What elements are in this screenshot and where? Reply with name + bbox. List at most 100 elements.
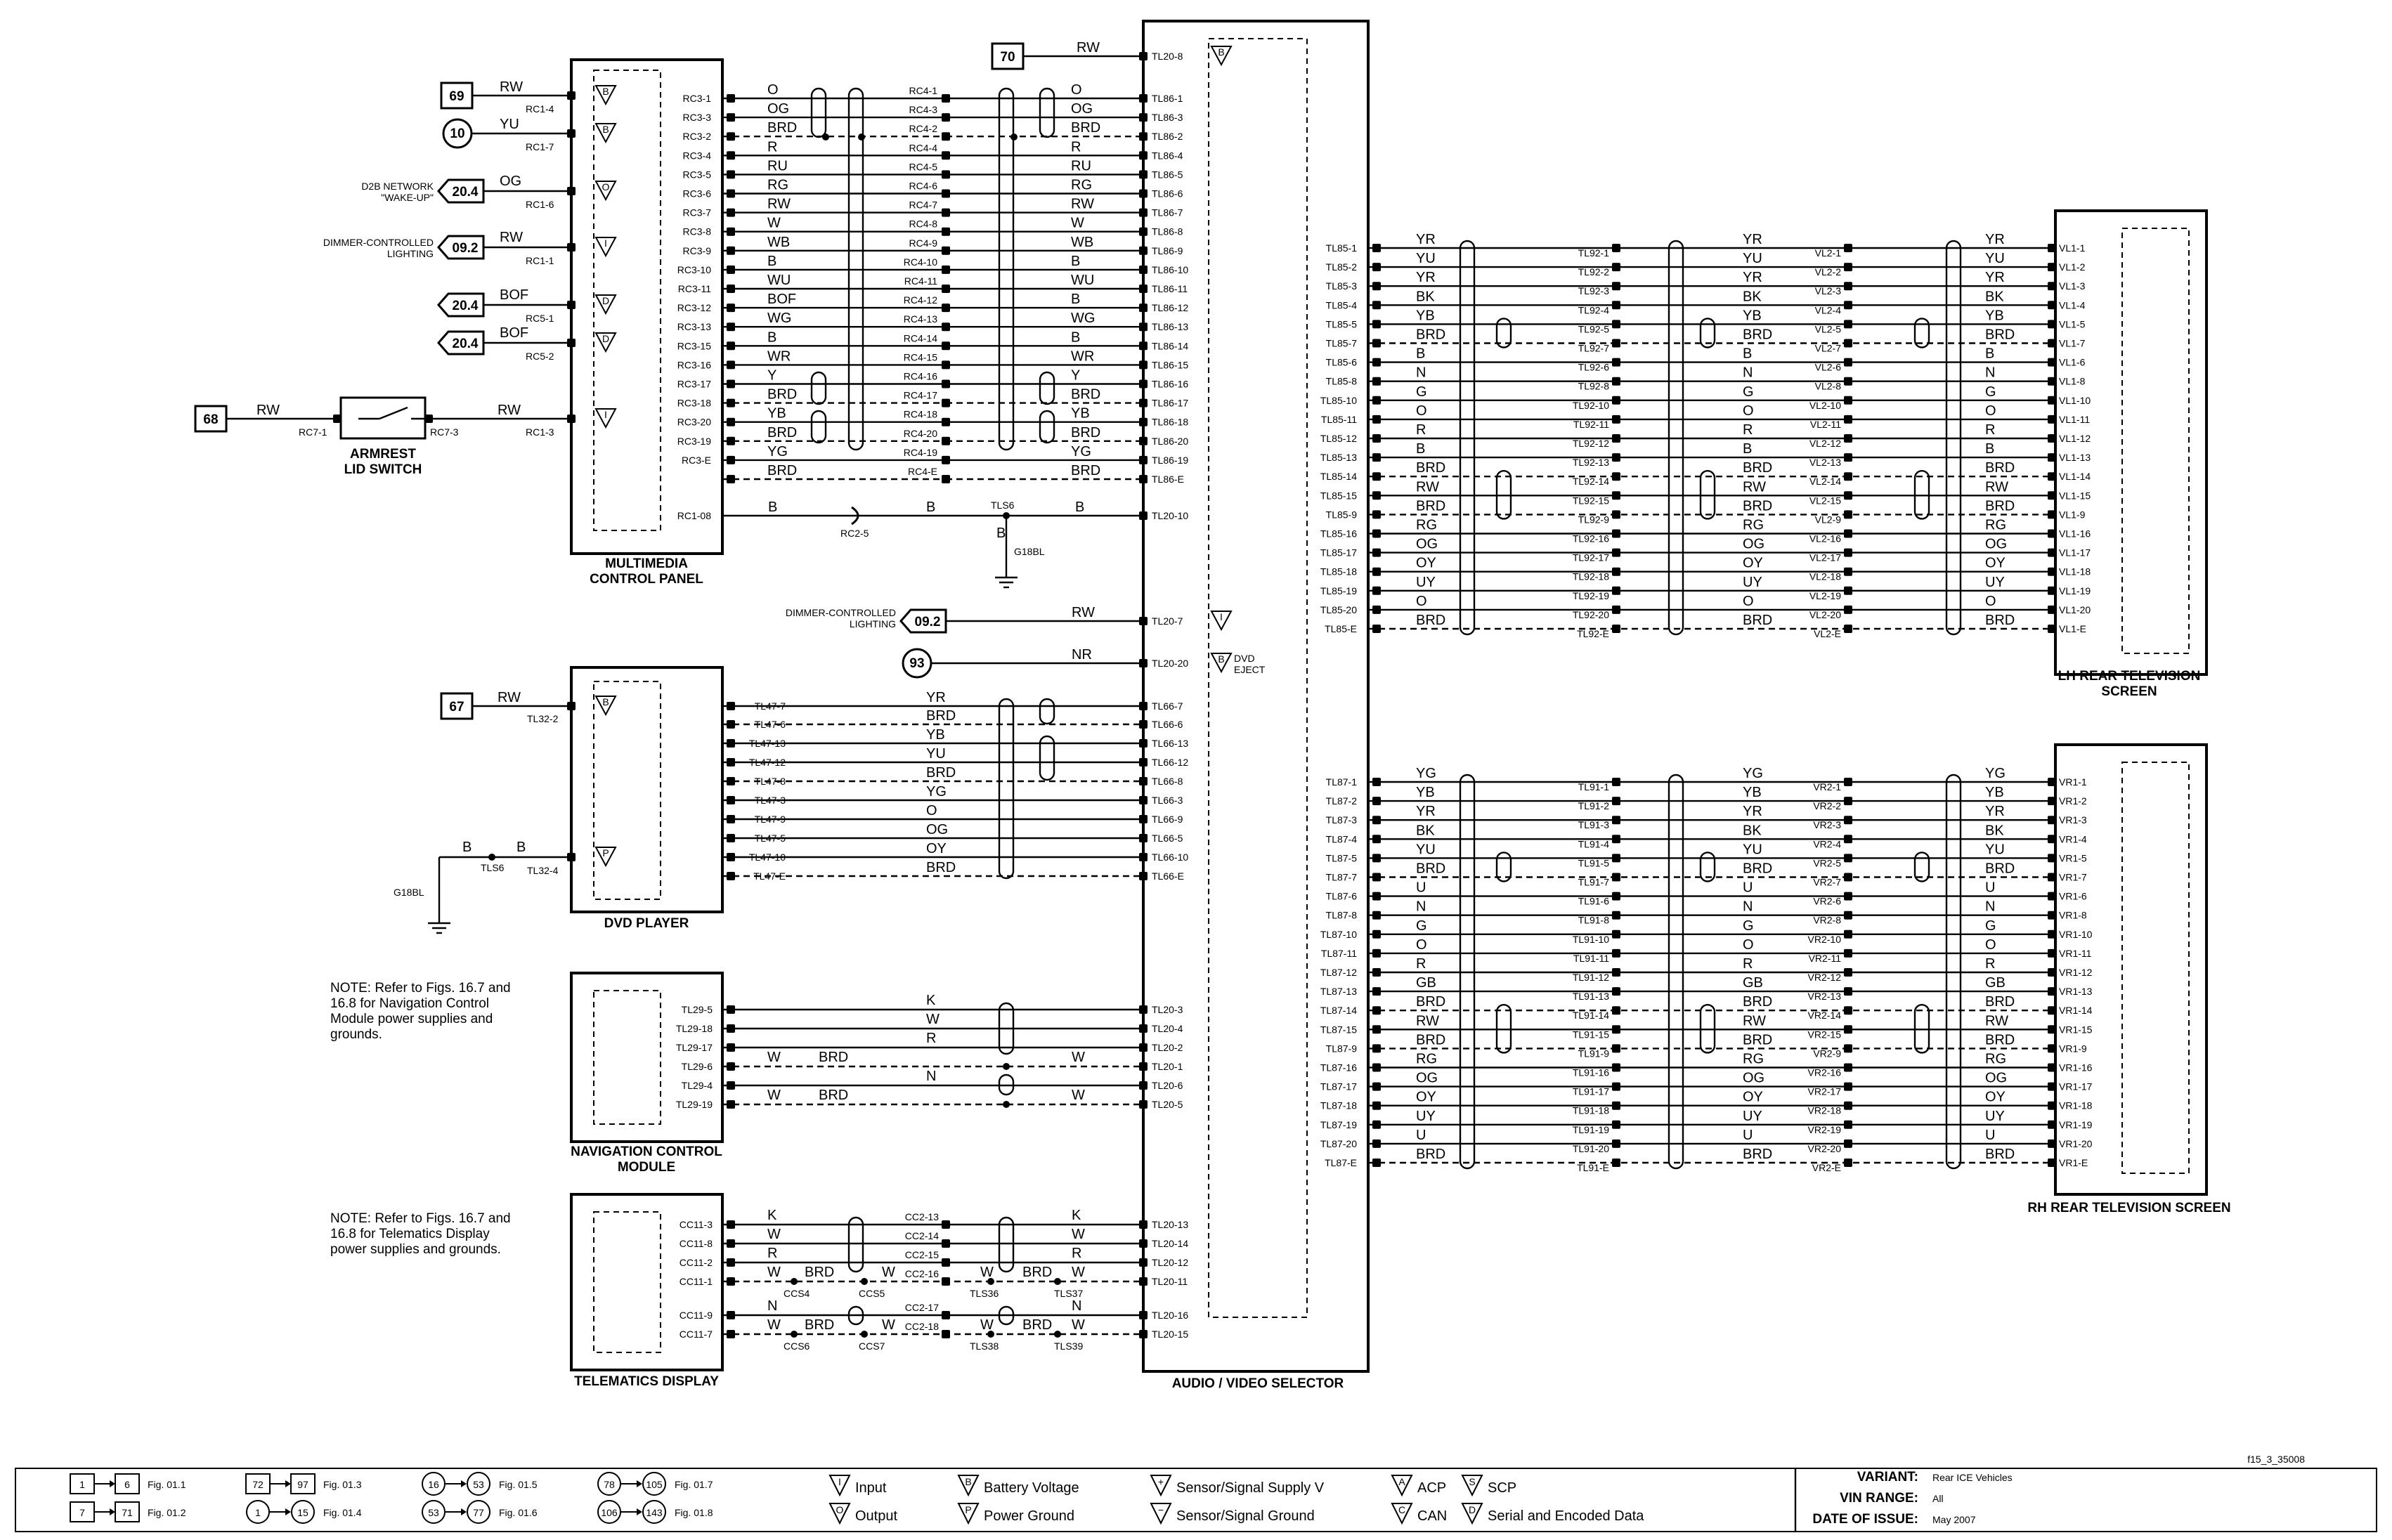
twisted-pair-shield xyxy=(1495,851,1512,882)
rc4-pin: RC4-13 xyxy=(904,313,937,325)
connector-terminal xyxy=(1372,358,1381,367)
cc2-pin: CC2-15 xyxy=(905,1249,939,1260)
tl86-pin: TL86-19 xyxy=(1152,455,1188,466)
av-output-pin: TL87-19 xyxy=(1320,1119,1357,1130)
wire-color: BRD xyxy=(1743,1032,1772,1048)
inline-pin: VL2-7 xyxy=(1815,343,1842,354)
connector-terminal xyxy=(1612,263,1620,272)
twisted-pair-shield xyxy=(1668,774,1684,1170)
wire-color: G xyxy=(1416,384,1427,400)
twisted-pair-shield xyxy=(998,1002,1015,1055)
tl86-pin: TL86-6 xyxy=(1152,188,1183,200)
wire-color: BRD xyxy=(1743,994,1772,1010)
twisted-pair-shield xyxy=(1459,774,1476,1170)
dimmer-label: DIMMER-CONTROLLED xyxy=(786,607,896,618)
wire-color: BRD xyxy=(1071,425,1100,441)
wire-color: RW xyxy=(500,79,523,95)
wire-color: YU xyxy=(1985,251,2005,266)
connector-terminal xyxy=(727,436,735,445)
wire-color: UY xyxy=(1743,1109,1762,1124)
connector-terminal xyxy=(1372,320,1381,329)
wire-color: OG xyxy=(767,101,789,117)
connector-terminal xyxy=(727,1330,735,1338)
wire-color: GB xyxy=(1416,975,1436,991)
wire-color: R xyxy=(1072,1246,1081,1261)
legend-symbol-code: P xyxy=(965,1504,971,1515)
connector-terminal xyxy=(1612,1139,1620,1148)
connector-terminal xyxy=(1844,911,1852,920)
rc4-pin: RC4-12 xyxy=(904,294,937,306)
wire-color: YR xyxy=(926,690,946,705)
wire-color: W xyxy=(1072,1265,1085,1280)
inline-pin: VR2-13 xyxy=(1808,991,1842,1002)
wire-color: YR xyxy=(1985,232,2005,247)
ref-20-4-c-text: 20.4 xyxy=(453,337,479,351)
connector-terminal xyxy=(727,815,735,823)
connector-terminal xyxy=(942,151,950,160)
connector-terminal xyxy=(1372,1063,1381,1072)
inline-pin: VL2-2 xyxy=(1815,266,1842,278)
inline-pin: VR2-6 xyxy=(1813,896,1841,907)
wire-color: YR xyxy=(1743,804,1762,819)
connector-terminal xyxy=(727,1239,735,1248)
inline-pin: VR2-16 xyxy=(1808,1067,1842,1078)
connector-terminal xyxy=(942,379,950,389)
wire-color: K xyxy=(1072,1208,1081,1223)
inline-pin: TL92-16 xyxy=(1573,533,1609,544)
tv-pin: VL1-10 xyxy=(2059,395,2091,406)
connector-terminal xyxy=(727,834,735,842)
wire-color: YB xyxy=(1416,785,1435,800)
tv-pin: VL1-8 xyxy=(2059,376,2086,387)
connector-terminal xyxy=(942,475,950,483)
input-icon xyxy=(594,408,617,429)
connector-terminal xyxy=(727,151,735,160)
wire-color: RW xyxy=(1077,40,1100,56)
connector-terminal xyxy=(1844,548,1852,557)
ref-20-4-a-text: 20.4 xyxy=(453,185,479,200)
inline-pin: TL92-1 xyxy=(1578,247,1610,259)
splice-dot xyxy=(791,1278,798,1285)
rc4-pin: RC4-19 xyxy=(904,447,937,458)
output-icon xyxy=(594,181,617,202)
wire-color: Y xyxy=(1071,368,1080,384)
data-icon xyxy=(594,332,617,353)
rc4-pin: RC4-15 xyxy=(904,351,937,363)
connector-terminal xyxy=(1844,1139,1852,1148)
tv-pin: VR1-12 xyxy=(2059,967,2093,978)
mcp-ground-pin: RC1-08 xyxy=(677,510,711,521)
connector-terminal xyxy=(942,1277,950,1286)
twisted-pair-shield xyxy=(998,1216,1015,1273)
wire-color: B xyxy=(767,329,776,345)
ref-09-2-b-text: 09.2 xyxy=(915,615,941,629)
wire-color: O xyxy=(767,82,779,98)
tel-pin: CC11-7 xyxy=(680,1329,713,1340)
av-output-pin: TL87-E xyxy=(1325,1157,1357,1168)
connector-terminal xyxy=(727,455,735,464)
splice-dot xyxy=(1003,1101,1010,1108)
tl20-pin: TL20-1 xyxy=(1152,1061,1183,1072)
ref-09-2-a-text: 09.2 xyxy=(453,241,479,256)
connector-pin: RC1-3 xyxy=(526,426,554,438)
wire-color: O xyxy=(1416,937,1427,953)
av-output-pin: TL85-9 xyxy=(1326,509,1358,520)
twisted-pair-shield xyxy=(1039,698,1055,725)
fig-ref-to xyxy=(467,1500,490,1524)
legend-symbol-icon xyxy=(957,1475,980,1497)
rc4-pin: RC4-18 xyxy=(904,409,937,420)
splice-dot xyxy=(1003,1063,1010,1070)
connector-terminal xyxy=(1372,586,1381,595)
connector-terminal xyxy=(1139,815,1148,823)
twisted-pair-shield xyxy=(847,87,864,451)
inline-pin: TL91-7 xyxy=(1578,877,1610,888)
twisted-pair-shield xyxy=(847,1216,864,1273)
connector-pin: RC7-1 xyxy=(299,426,327,438)
inline-pin: VR2-4 xyxy=(1813,838,1841,849)
tl86-pin: TL86-12 xyxy=(1152,302,1188,313)
inline-pin: VL2-4 xyxy=(1815,304,1842,315)
connector-terminal xyxy=(1844,968,1852,977)
connector-terminal xyxy=(942,285,950,293)
wire-color: BRD xyxy=(1416,460,1445,476)
inline-pin: VR2-9 xyxy=(1813,1048,1841,1059)
tl86-pin: TL86-7 xyxy=(1152,207,1183,218)
connector-terminal xyxy=(1844,1044,1852,1053)
